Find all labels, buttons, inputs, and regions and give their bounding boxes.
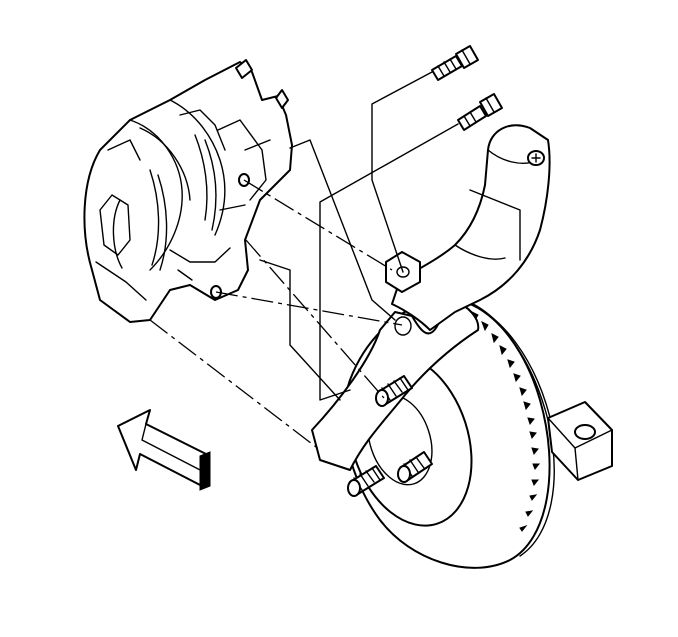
knuckle-lug [547, 401, 613, 481]
wheel-stud [397, 451, 433, 483]
direction-arrow [117, 409, 211, 491]
wheel-stud [347, 465, 385, 497]
caliper-mounting-bolt [431, 45, 479, 81]
brake-caliper [83, 59, 293, 323]
wheel-stud [375, 375, 413, 407]
caliper-mounting-bolt [457, 93, 503, 131]
alignment-lines [149, 179, 403, 451]
caliper-mounting-bracket [385, 124, 551, 331]
bolt-path-lines [259, 71, 459, 401]
